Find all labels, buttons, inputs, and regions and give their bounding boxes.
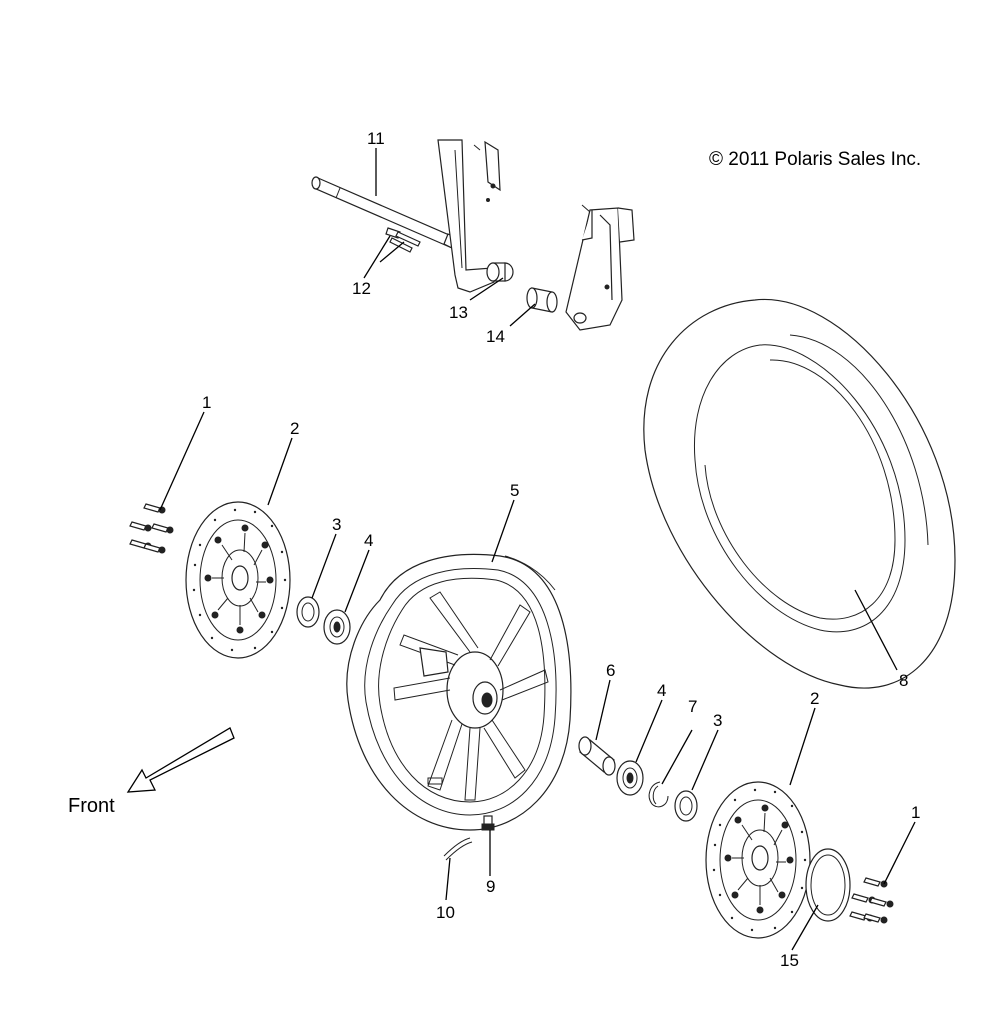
spacer-14-part: [526, 287, 558, 313]
callout-13: 13: [449, 303, 468, 322]
rotor-bolts-right-part: [849, 877, 894, 924]
balance-weight-part: [443, 837, 473, 861]
axle-part: [311, 176, 461, 251]
rotor-bolts-left-part: [129, 503, 174, 554]
callout-11: 11: [367, 129, 385, 148]
snap-ring-part: [648, 781, 669, 808]
callout-9: 9: [486, 877, 495, 896]
callout-15: 15: [780, 951, 799, 970]
axle-spacer-part: [578, 736, 616, 776]
wheel-part: [346, 553, 572, 831]
callout-2-right: 2: [810, 689, 819, 708]
valve-stem-part: [481, 815, 495, 831]
right-fork-leg: [565, 204, 635, 331]
callout-4-right: 4: [657, 681, 666, 700]
callout-3-right: 3: [713, 711, 722, 730]
callout-2-left: 2: [290, 419, 299, 438]
callout-7: 7: [688, 697, 697, 716]
callout-12: 12: [352, 279, 371, 298]
callout-1-left: 1: [202, 393, 211, 412]
copyright-text: © 2011 Polaris Sales Inc.: [709, 149, 921, 170]
rotor-right-part: [705, 781, 811, 939]
front-label: Front: [68, 795, 115, 817]
rotor-left-part: [185, 501, 291, 659]
bearing-left-part: [323, 609, 351, 645]
tone-ring-part: [805, 848, 851, 922]
callout-8: 8: [899, 671, 908, 690]
callout-1-right: 1: [911, 803, 920, 822]
callout-3-left: 3: [332, 515, 341, 534]
callout-10: 10: [436, 903, 455, 922]
seal-left-part: [296, 596, 320, 628]
left-fork-leg: [437, 139, 501, 293]
callout-14: 14: [486, 327, 505, 346]
callout-4-left: 4: [364, 531, 373, 550]
front-arrow: [126, 727, 235, 793]
callout-5: 5: [510, 481, 519, 500]
tire-part: [643, 298, 956, 689]
spacer-13-part: [486, 262, 514, 282]
seal-right-part: [674, 790, 698, 822]
leader-lines: [159, 148, 916, 951]
callout-6: 6: [606, 661, 615, 680]
bearing-right-part: [616, 760, 644, 796]
